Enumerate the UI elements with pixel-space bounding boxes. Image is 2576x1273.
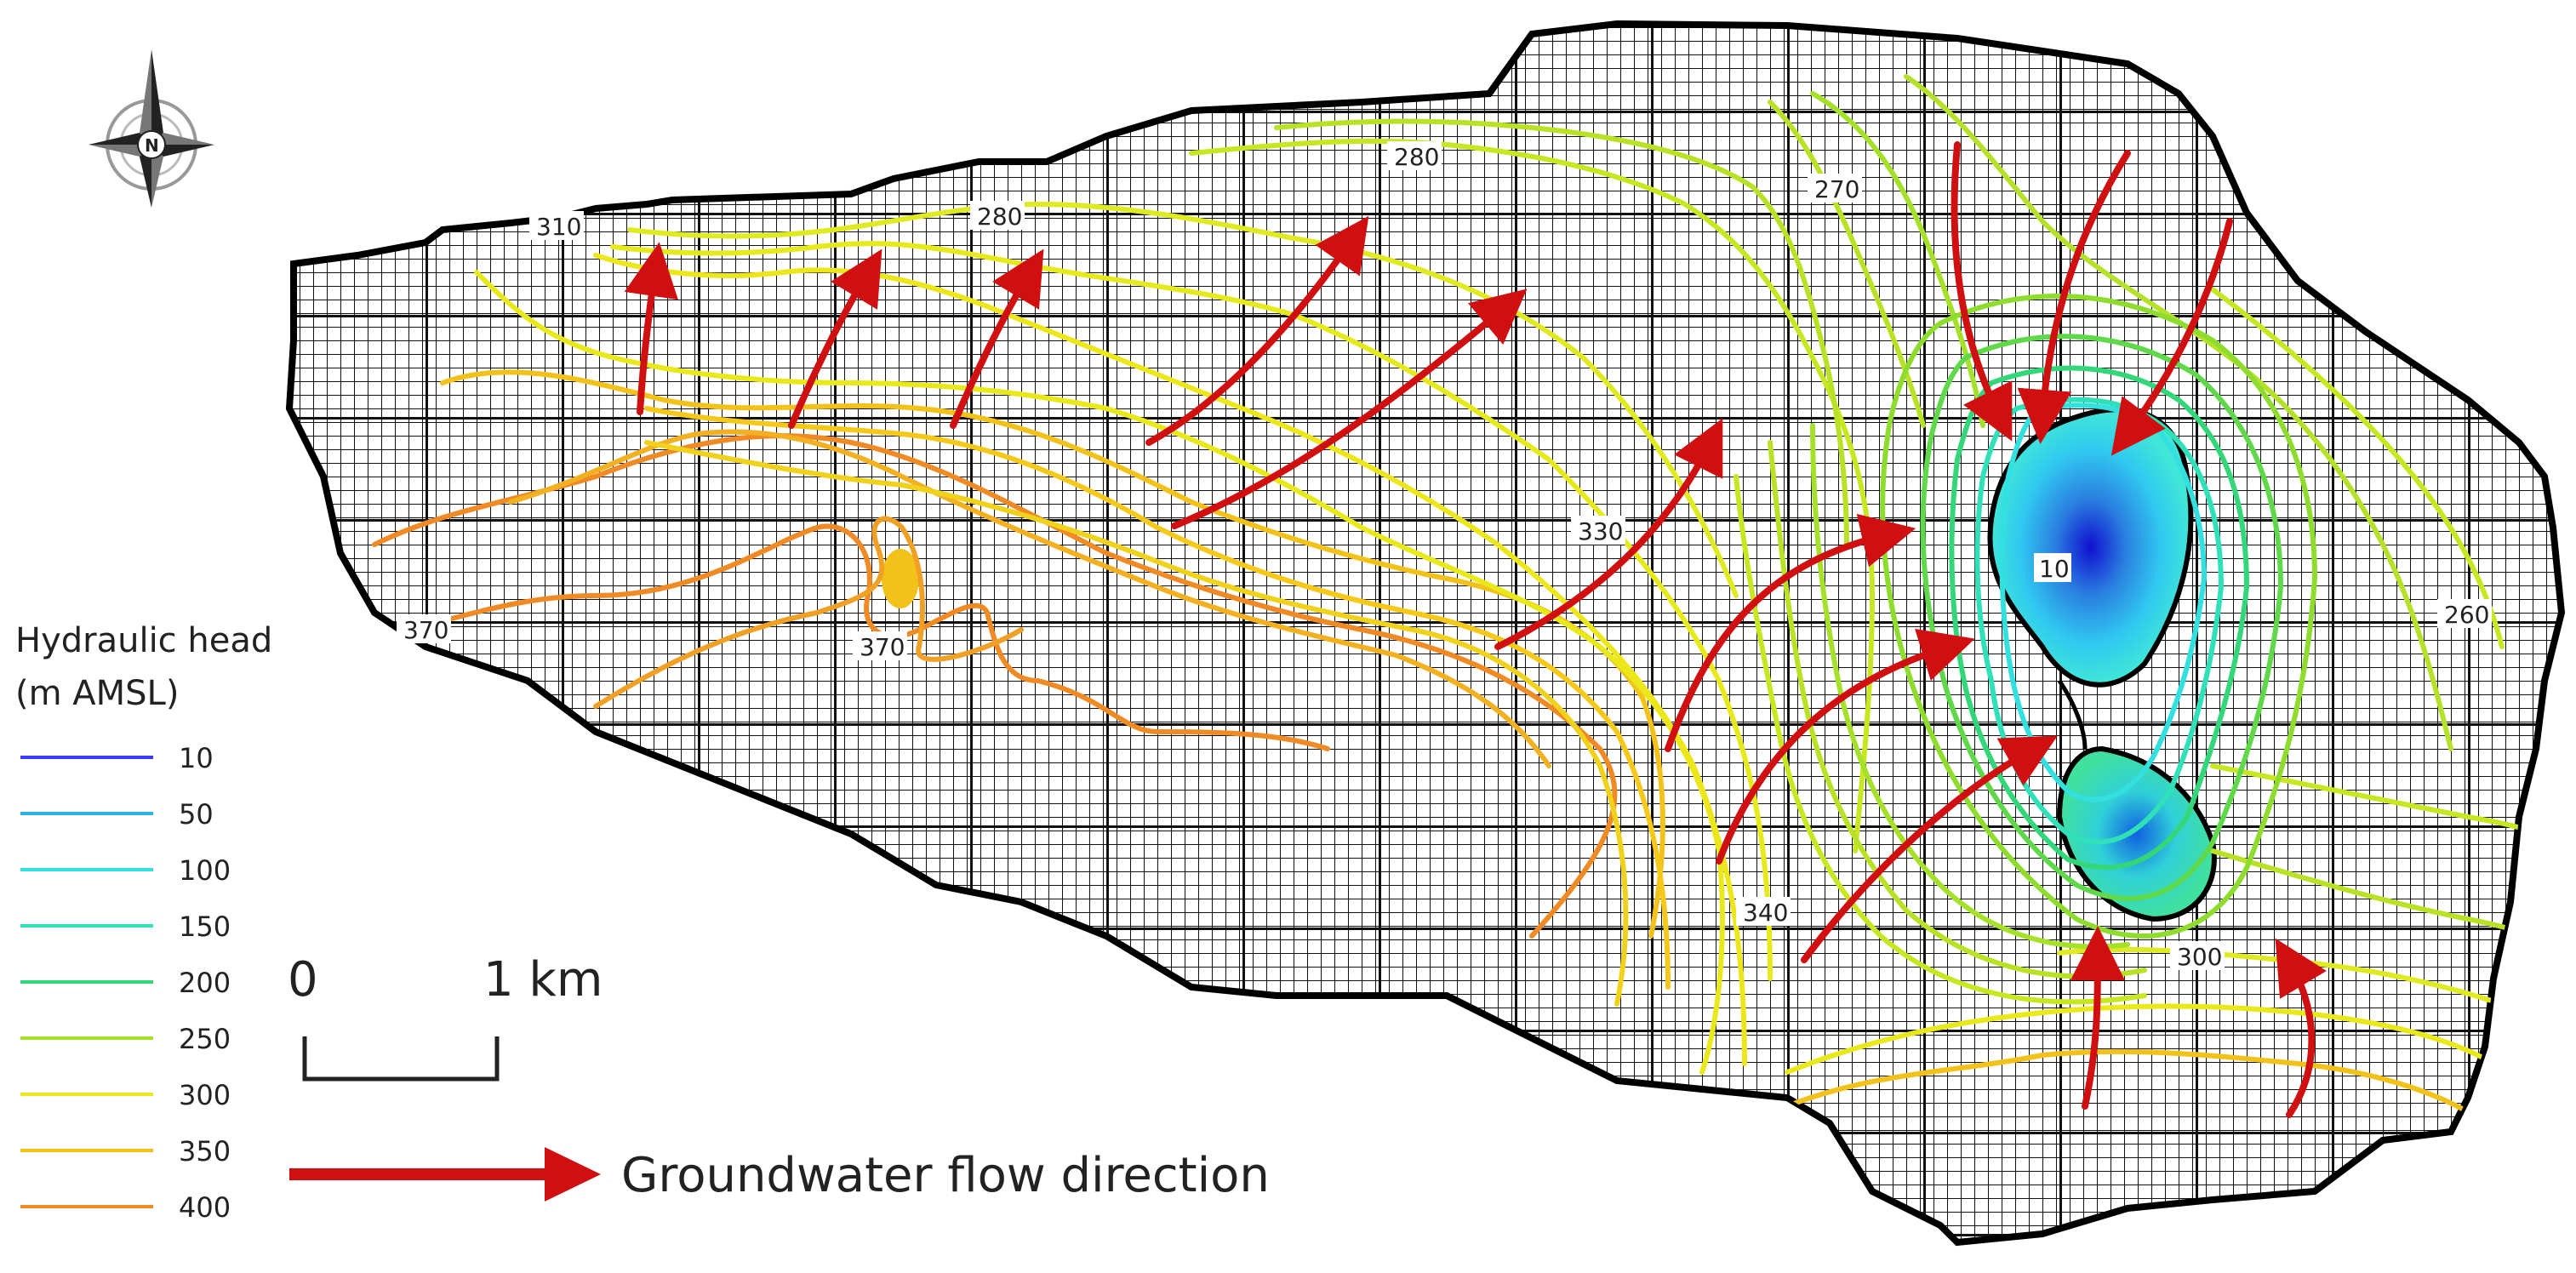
legend-value: 400	[179, 1191, 231, 1224]
flow-arrow	[2275, 938, 2327, 1118]
legend-item: 400	[20, 1191, 231, 1224]
contour-label-260: 260	[2437, 599, 2492, 629]
contour-labels: 310 280 280 270 330 10 260 370 370 340 3…	[397, 141, 2492, 971]
flow-arrow	[1951, 141, 2013, 442]
legend-value: 200	[179, 967, 231, 999]
flow-arrows	[624, 141, 2327, 1118]
yellow-mound	[882, 549, 919, 608]
flow-arrow	[1801, 735, 2058, 963]
drawdown-cone-north	[1987, 407, 2194, 688]
contour-label-280-north: 280	[1387, 141, 1442, 171]
svg-text:280: 280	[977, 203, 1022, 231]
flow-arrow	[1665, 513, 1916, 752]
flow-arrow	[2017, 150, 2131, 444]
legend-title-line2: (m AMSL)	[15, 674, 179, 713]
drawdown-cones	[882, 407, 2217, 922]
north-arrow-compass-icon: N	[89, 49, 214, 208]
legend-item: 100	[20, 854, 231, 887]
contour-label-370-west: 370	[397, 614, 451, 644]
flow-arrow	[1171, 288, 1528, 529]
contour-label-280-west: 280	[970, 201, 1025, 231]
svg-text:330: 330	[1578, 517, 1623, 545]
drawdown-cone-south	[2056, 745, 2217, 922]
svg-text:N: N	[145, 135, 159, 156]
svg-text:280: 280	[1394, 143, 1439, 171]
flow-arrow	[624, 242, 678, 415]
svg-text:10: 10	[2039, 555, 2070, 583]
scale-bar-end: 1 km	[483, 952, 603, 1008]
legend-item: 250	[20, 1023, 231, 1055]
legend-item: 300	[20, 1079, 231, 1111]
legend-value: 50	[179, 798, 214, 831]
contour-label-310: 310	[529, 211, 584, 241]
legend-value: 350	[179, 1135, 231, 1167]
legend-item: 50	[20, 798, 214, 831]
legend-item: 10	[20, 742, 214, 774]
svg-text:300: 300	[2177, 943, 2222, 971]
flow-legend-label: Groundwater flow direction	[621, 1148, 1270, 1203]
contour-label-330: 330	[1571, 516, 1625, 545]
scale-bar-start: 0	[288, 952, 318, 1008]
legend-item: 200	[20, 967, 231, 999]
flow-arrow	[2110, 218, 2233, 456]
flow-arrow	[1145, 215, 1369, 446]
contour-lines	[372, 74, 2556, 1126]
legend-value: 150	[179, 911, 231, 943]
contour-label-270: 270	[1808, 174, 1862, 203]
svg-text:270: 270	[1814, 175, 1859, 203]
flow-arrow	[950, 248, 1044, 429]
contour-label-300: 300	[2170, 941, 2225, 971]
svg-text:370: 370	[860, 633, 905, 661]
flow-arrow	[2070, 926, 2125, 1110]
svg-text:260: 260	[2444, 601, 2489, 629]
legend-value: 100	[179, 854, 231, 887]
legend-value: 250	[179, 1023, 231, 1055]
flow-direction-legend: Groundwater flow direction	[272, 1123, 1379, 1225]
legend-value: 300	[179, 1079, 231, 1111]
svg-text:340: 340	[1743, 899, 1788, 927]
flow-legend-arrowhead-icon	[545, 1147, 601, 1202]
contour-label-10: 10	[2034, 553, 2071, 583]
svg-text:370: 370	[403, 616, 448, 644]
legend-value: 10	[179, 742, 214, 774]
svg-text:310: 310	[536, 213, 581, 241]
contour-label-370-center: 370	[853, 631, 907, 661]
flow-arrow	[1494, 418, 1723, 650]
hydraulic-head-legend: Hydraulic head (m AMSL) 10 50 100 150 200 250…	[0, 604, 306, 1251]
contour-label-340: 340	[1736, 897, 1791, 927]
flow-arrow	[788, 248, 882, 429]
scale-bar: 0 1 km	[272, 945, 630, 1106]
legend-title-line1: Hydraulic head	[15, 621, 272, 660]
legend-item: 350	[20, 1135, 231, 1167]
flow-arrow	[1716, 628, 1975, 865]
legend-item: 150	[20, 911, 231, 943]
